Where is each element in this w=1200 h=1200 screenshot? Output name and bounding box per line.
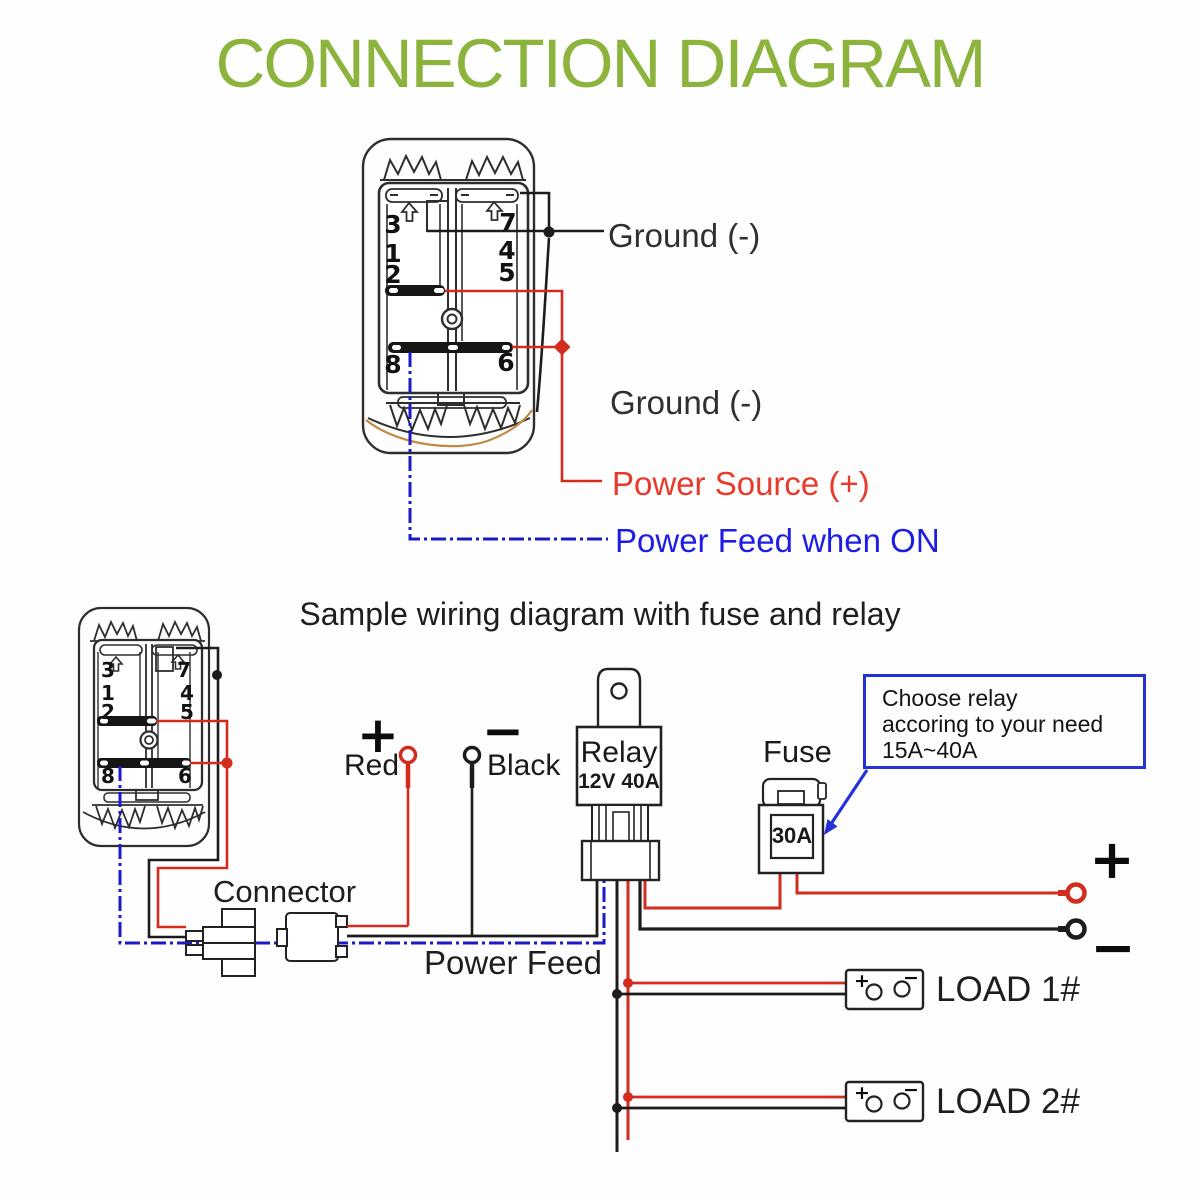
switch-top-pin: 5 [498, 258, 515, 287]
load1-label: LOAD 1# [936, 970, 1080, 1009]
red-wire-label: Red [344, 749, 400, 782]
switch-bottom-pin: 3 [101, 658, 115, 682]
switch-top-pin: 6 [497, 348, 514, 377]
switch-bottom-pin: 5 [180, 700, 194, 724]
black-wire-label: Black [487, 749, 561, 782]
switch-bottom-pin: 7 [177, 658, 191, 682]
relay-symbol [575, 667, 663, 882]
page-title: CONNECTION DIAGRAM [215, 25, 986, 102]
switch-top-pin: 2 [384, 260, 401, 289]
fuse-symbol [757, 777, 827, 875]
callout-line-1: Choose relay [882, 685, 1018, 711]
ground-label-2: Ground (-) [610, 384, 763, 421]
callout-line-3: 15A~40A [882, 737, 978, 763]
bottom-diagram-wires [147, 646, 1058, 1152]
fuse-label: Fuse [763, 734, 832, 769]
load-boxes [844, 968, 925, 1123]
switch-bottom-pin: 6 [178, 764, 192, 788]
rocker-switch-bottom: 3 7 1 4 2 5 8 6 [77, 606, 211, 848]
switch-top-pin: 3 [384, 210, 401, 239]
load2-plus-sign: + [854, 1082, 870, 1104]
switch-bottom-pin: 1 [101, 681, 115, 705]
ground-label-1: Ground (-) [608, 217, 761, 254]
power-feed-wire [118, 766, 606, 945]
relay-callout-box: Choose relay accoring to your need 15A~4… [863, 674, 1146, 769]
power-feed-on-label: Power Feed when ON [615, 522, 940, 559]
battery-terminals [1058, 882, 1087, 940]
top-diagram-wires [408, 191, 608, 541]
switch-top-pin: 7 [499, 208, 516, 237]
probe-plus-sign: + [357, 706, 399, 764]
relay-rating: 12V 40A [578, 770, 660, 793]
connector-plugs [185, 908, 348, 977]
connector-label: Connector [213, 874, 357, 909]
fuse-rating: 30A [771, 823, 813, 848]
polarity-signs: + − + − + − + − [357, 702, 1136, 1104]
load1-minus-sign: − [903, 967, 919, 989]
battery-plus-sign: + [1089, 828, 1134, 891]
switch-bottom-pin: 2 [101, 700, 115, 724]
load2-label: LOAD 2# [936, 1082, 1080, 1121]
switch-bottom-pin: 8 [101, 764, 115, 788]
power-source-label: Power Source (+) [612, 465, 870, 502]
switch-bottom-pin: 4 [180, 681, 194, 705]
load1-plus-sign: + [854, 970, 870, 992]
callout-arrow [824, 769, 869, 835]
switch-top-pin: 8 [384, 350, 401, 379]
load2-minus-sign: − [903, 1079, 919, 1101]
switch-top-pin: 1 [384, 239, 401, 268]
battery-minus-sign: − [1090, 916, 1135, 979]
power-feed-label: Power Feed [424, 944, 602, 981]
rocker-switch-top: 3 7 1 4 2 5 8 6 [361, 137, 536, 455]
subtitle: Sample wiring diagram with fuse and rela… [299, 596, 901, 632]
probe-terminals [398, 745, 482, 765]
relay-name: Relay [580, 736, 658, 769]
callout-line-2: accoring to your need [882, 711, 1104, 737]
probe-minus-sign: − [482, 702, 524, 760]
switch-top-pin: 4 [498, 236, 515, 265]
